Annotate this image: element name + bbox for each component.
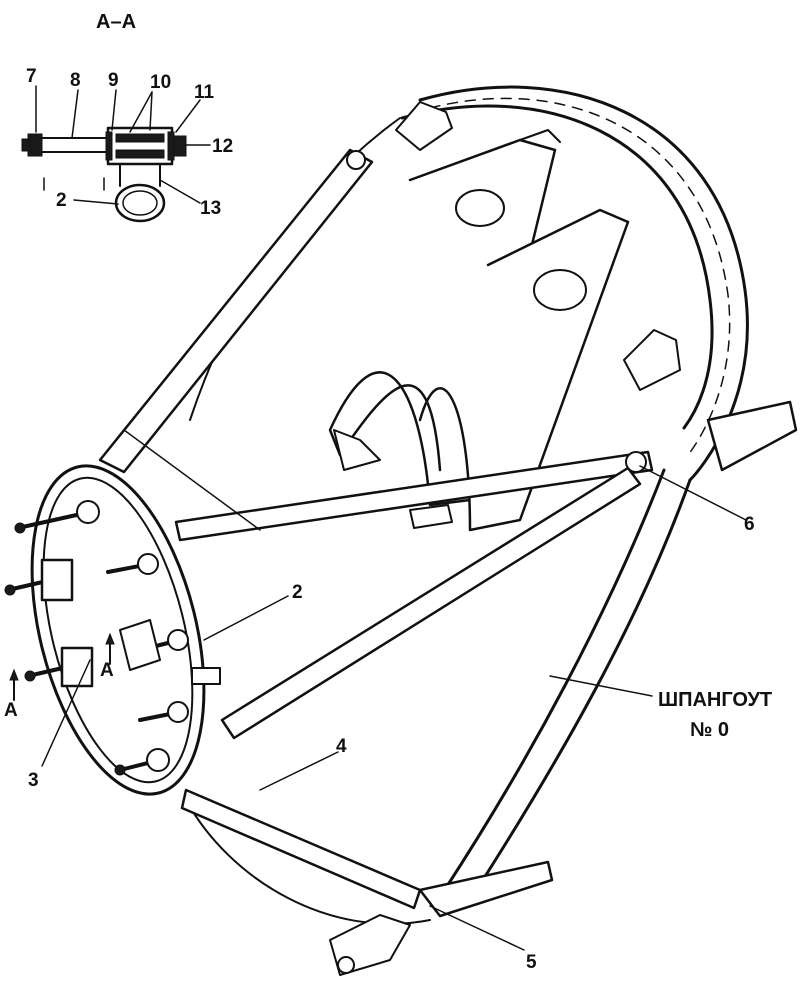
bottom-lug-hole — [337, 956, 355, 974]
section-markers: A A — [4, 632, 115, 721]
flange-right — [167, 131, 175, 161]
frame-rivet-line — [429, 97, 731, 456]
callout-11: 11 — [194, 82, 215, 103]
frame-inner-edge — [400, 104, 714, 430]
engine-mount-ring — [30, 464, 221, 796]
callout-5: 5 — [526, 952, 537, 973]
damper-housing — [106, 126, 174, 166]
callout-10: 10 — [150, 72, 171, 93]
callout-4: 4 — [336, 736, 347, 757]
thin-rod — [123, 429, 261, 531]
ring-tube-inner — [122, 190, 158, 216]
callout-2-detail: 2 — [56, 190, 67, 211]
lower-left-bracket — [333, 429, 381, 471]
lower-diagonal-strut — [220, 466, 642, 740]
damper-5 — [106, 553, 159, 575]
section-marker-a-left: A — [4, 700, 18, 721]
upper-panel-flange — [519, 129, 561, 143]
ring-inner — [42, 476, 194, 784]
main-leaders — [41, 465, 747, 951]
mid-bracket — [409, 504, 453, 529]
frame-label-number: № 0 — [690, 719, 729, 741]
frame-label-name: ШПАНГОУТ — [658, 689, 772, 711]
right-bracket — [623, 329, 681, 391]
damper-4 — [114, 748, 170, 776]
upper-lightening-hole — [455, 189, 505, 227]
callout-2: 2 — [292, 582, 303, 603]
detail-leaders — [35, 85, 211, 205]
rubber-bushing-top — [115, 133, 165, 143]
section-aa-detail: A–A 7 8 9 — [21, 11, 233, 223]
section-title: A–A — [96, 11, 136, 33]
callout-7: 7 — [26, 66, 37, 87]
flange-left — [105, 131, 113, 161]
callout-12: 12 — [212, 136, 233, 157]
top-bracket — [395, 101, 453, 151]
struts — [98, 148, 654, 976]
frame-lower-outer — [468, 478, 692, 902]
frame-panels — [328, 101, 681, 532]
strut-end-fitting-top — [346, 150, 366, 170]
damper-7 — [138, 701, 189, 723]
ring-clamp — [191, 667, 221, 685]
left-washer — [21, 138, 31, 152]
right-nut — [173, 135, 187, 157]
middle-strut — [174, 450, 654, 542]
upper-strut — [98, 148, 374, 474]
damper-2 — [4, 558, 74, 602]
clamp-legs — [119, 163, 161, 187]
damper-1 — [14, 500, 100, 534]
ring-outer — [30, 464, 206, 796]
callout-8: 8 — [70, 70, 81, 91]
bolt-shaft — [39, 137, 115, 153]
callout-3: 3 — [28, 770, 39, 791]
rubber-bushing-bottom — [115, 149, 165, 159]
bottom-strut — [180, 788, 422, 910]
lower-lightening-hole — [533, 269, 587, 311]
dampers — [4, 500, 189, 776]
upper-panel — [328, 138, 557, 507]
callout-9: 9 — [108, 70, 119, 91]
ring-inner-bracket — [119, 619, 161, 671]
frame-right-stub — [706, 400, 798, 472]
section-marker-a-ring: A — [100, 660, 114, 681]
strut-end-fitting-6 — [625, 451, 647, 473]
callout-13: 13 — [200, 198, 221, 219]
callout-6: 6 — [744, 514, 755, 535]
damper-3 — [24, 646, 94, 688]
frame-lower-inner — [436, 468, 666, 902]
frame-foot — [418, 860, 554, 918]
